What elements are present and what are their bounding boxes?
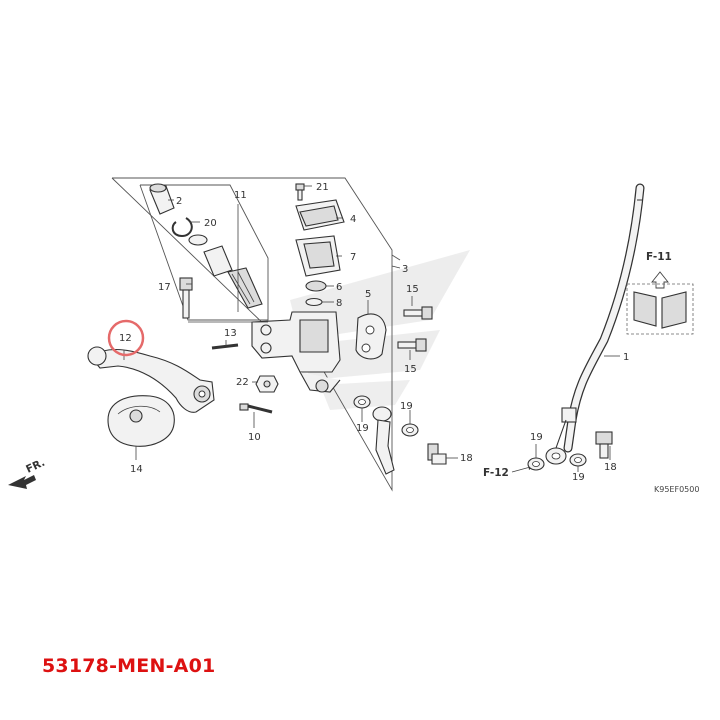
callout-5: 5 — [365, 289, 371, 300]
sealing-washers — [353, 395, 587, 471]
callout-10: 10 — [248, 432, 261, 443]
holder-bracket — [355, 313, 387, 360]
drawing-code: K95EF0500 — [654, 485, 699, 494]
callout-11: 11 — [234, 190, 247, 201]
callout-4: 4 — [350, 214, 356, 225]
callout-3: 3 — [402, 264, 408, 275]
holder-bolts — [397, 306, 433, 352]
callout-20: 20 — [204, 218, 217, 229]
pushrod — [211, 343, 239, 350]
lever-boot — [107, 395, 175, 447]
callout-22: 22 — [236, 377, 249, 388]
callout-19-c: 19 — [530, 432, 543, 443]
highlight-circle — [107, 319, 145, 357]
ref-f11 — [626, 271, 694, 335]
master-cylinder — [251, 311, 341, 393]
diaphragm-plate — [295, 235, 341, 277]
banjo-bolts — [427, 431, 613, 465]
callout-1: 1 — [623, 352, 629, 363]
callout-12: 12 — [119, 333, 132, 344]
callout-14: 14 — [130, 464, 143, 475]
callout-19-d: 19 — [572, 472, 585, 483]
piston-kit — [149, 183, 263, 309]
pivot-screw — [239, 403, 273, 414]
callout-18-right: 18 — [604, 462, 617, 473]
callout-6: 6 — [336, 282, 342, 293]
callout-2: 2 — [176, 196, 182, 207]
part-number: 53178-MEN-A01 — [42, 655, 216, 677]
ref-f11-label: F-11 — [646, 251, 672, 263]
callout-19-b: 19 — [400, 401, 413, 412]
reservoir-cap — [295, 183, 345, 231]
callout-13: 13 — [224, 328, 237, 339]
hose-fitting — [372, 406, 395, 475]
brake-lever — [87, 346, 215, 413]
callout-17: 17 — [158, 282, 171, 293]
callout-7: 7 — [350, 252, 356, 263]
callout-18-left: 18 — [460, 453, 473, 464]
brake-hose — [561, 183, 645, 453]
ref-f12-label: F-12 — [483, 467, 509, 479]
callout-labels: 1 2 3 4 5 6 7 8 10 11 12 13 14 15 15 17 … — [119, 182, 629, 483]
pivot-nut — [255, 375, 279, 393]
callout-21: 21 — [316, 182, 329, 193]
callout-15-upper: 15 — [406, 284, 419, 295]
hose-banjo-fitting — [545, 419, 567, 465]
callout-8: 8 — [336, 298, 342, 309]
direction-label: FR. — [24, 457, 47, 476]
callout-19-a: 19 — [356, 423, 369, 434]
front-direction-arrow — [8, 475, 36, 489]
callout-15-lower: 15 — [404, 364, 417, 375]
